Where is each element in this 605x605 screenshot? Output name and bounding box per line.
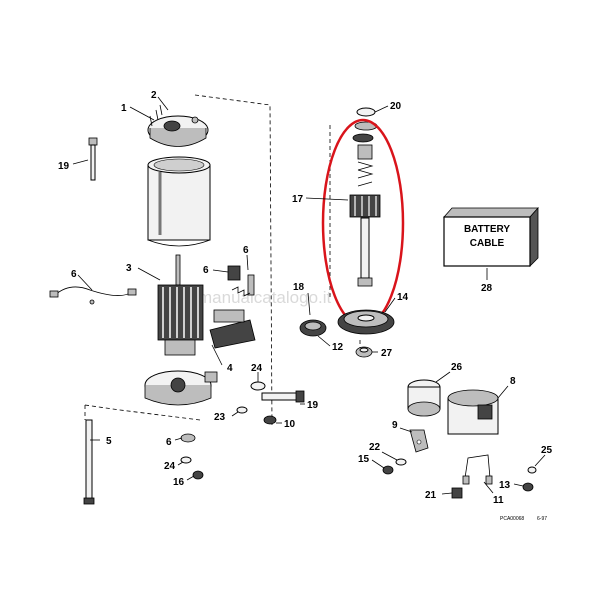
callout-12: 12 (332, 342, 344, 353)
callout-6-lower: 6 (166, 437, 172, 448)
callout-4: 4 (227, 363, 233, 374)
callout-1: 1 (121, 103, 127, 114)
pinion-gear-part (299, 319, 327, 337)
diagram-code: PCA00068 (500, 516, 524, 522)
callout-26: 26 (451, 362, 463, 373)
callout-2: 2 (151, 90, 157, 101)
drive-assembly-part (349, 107, 381, 287)
battery-box-line1: BATTERY (464, 224, 510, 235)
callout-22: 22 (369, 442, 381, 453)
callout-18: 18 (293, 282, 305, 293)
lower-end-cap-part (144, 370, 218, 406)
callout-10: 10 (284, 419, 296, 430)
callout-28: 28 (481, 283, 493, 294)
callout-6-brush-left: 6 (203, 265, 209, 276)
drive-gear-part (337, 309, 395, 335)
leader-lines (72, 96, 546, 495)
callout-14: 14 (397, 292, 409, 303)
callout-24-upper: 24 (251, 363, 263, 374)
brush-set-part (209, 265, 256, 349)
callout-3: 3 (126, 263, 132, 274)
long-bolt-part (83, 419, 95, 505)
armature-part (157, 254, 204, 356)
small-hardware-left (180, 433, 204, 480)
callout-11: 11 (493, 495, 504, 506)
solenoid-sleeve-part (407, 379, 441, 417)
callout-16: 16 (173, 477, 185, 488)
assembly-dashed-outline (84, 94, 361, 426)
callout-6-cable: 6 (71, 269, 77, 280)
battery-box-line2: CABLE (470, 238, 505, 249)
thru-bolt-part (88, 137, 98, 181)
callout-19-right: 19 (307, 400, 319, 411)
callout-19-left: 19 (58, 161, 70, 172)
callout-20: 20 (390, 101, 402, 112)
callout-15: 15 (358, 454, 370, 465)
small-hardware-right (382, 458, 537, 499)
terminal-hardware-chain (236, 381, 305, 425)
end-cap-part (147, 104, 209, 147)
callout-5: 5 (106, 436, 112, 447)
solenoid-part (447, 389, 499, 435)
callout-27: 27 (381, 348, 393, 359)
callout-23: 23 (214, 412, 226, 423)
nut-part (355, 346, 373, 358)
callout-24-lower: 24 (164, 461, 176, 472)
diagram-date: 6-97 (537, 516, 547, 522)
battery-cable-box: BATTERY CABLE (443, 206, 539, 267)
brush-lead-cable-part (49, 286, 137, 305)
bracket-part (462, 454, 493, 485)
callout-9: 9 (392, 420, 398, 431)
callout-13: 13 (499, 480, 511, 491)
frame-housing-part (147, 156, 211, 247)
clip-part (409, 429, 429, 453)
watermark-text: manualcatalogo.it (198, 288, 332, 307)
callout-21: 21 (425, 490, 437, 501)
callout-6-brush-top: 6 (243, 245, 249, 256)
callout-8: 8 (510, 376, 516, 387)
callout-labels: 1 2 19 3 6 6 6 4 5 6 24 16 24 19 23 10 2… (58, 90, 553, 506)
callout-17: 17 (292, 194, 304, 205)
callout-25: 25 (541, 445, 553, 456)
